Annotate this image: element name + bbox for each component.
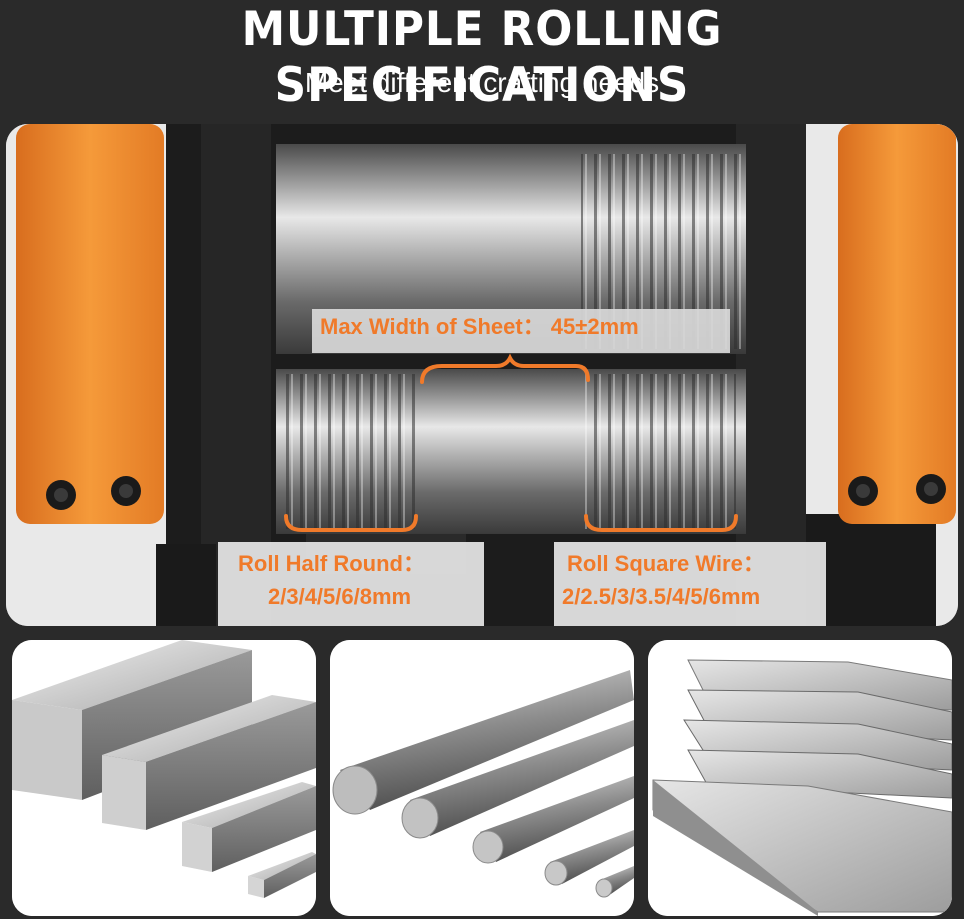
page-subtitle: Meet different crafting needs bbox=[304, 67, 660, 98]
square-wire-sizes: 2/2.5/3/3.5/4/5/6mm bbox=[562, 584, 761, 609]
half-round-sizes: 2/3/4/5/6/8mm bbox=[268, 584, 412, 609]
metal-sheets-image bbox=[648, 640, 952, 916]
square-bars-image bbox=[12, 640, 316, 916]
square-bars-panel bbox=[12, 640, 316, 916]
rolling-mill-illustration bbox=[6, 124, 958, 626]
rolling-mill-image: Max Width of Sheet： 45±2mm Roll Half Rou… bbox=[6, 124, 958, 626]
round-rods-image bbox=[330, 640, 634, 916]
half-round-title: Roll Half Round： bbox=[238, 551, 425, 576]
metal-sheets-panel bbox=[648, 640, 952, 916]
round-rods-panel bbox=[330, 640, 634, 916]
max-width-label: Max Width of Sheet： 45±2mm bbox=[320, 314, 639, 339]
page-title: MULTIPLE ROLLING SPECIFICATIONS bbox=[241, 2, 723, 113]
square-wire-title: Roll Square Wire： bbox=[567, 551, 765, 576]
